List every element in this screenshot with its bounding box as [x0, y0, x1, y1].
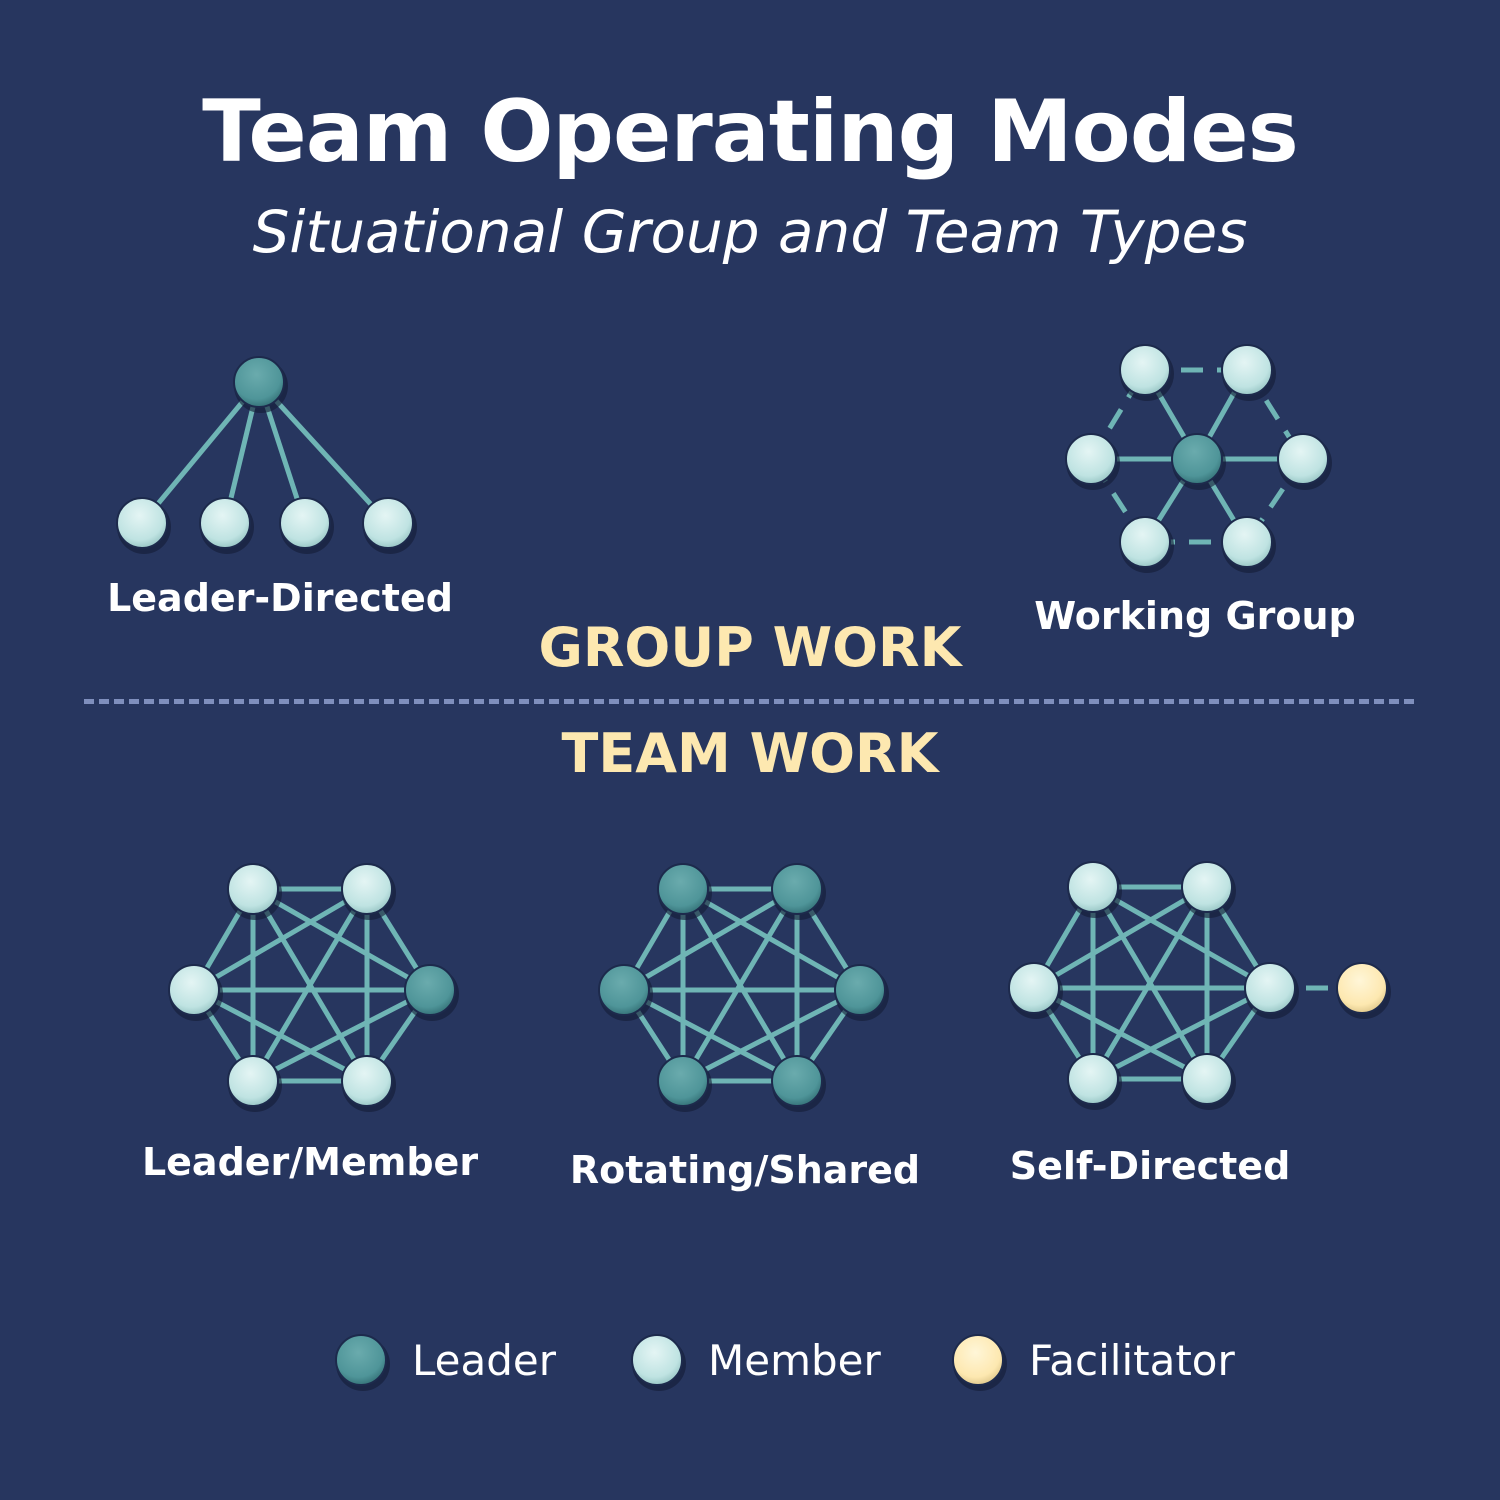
member-node-icon [341, 1055, 396, 1112]
leader-node-icon [657, 1055, 712, 1112]
connection-line [681, 886, 862, 993]
member-node-icon [227, 1055, 282, 1112]
leader-node-icon [834, 964, 889, 1021]
team-work-heading: TEAM WORK [561, 722, 939, 785]
connection-line [250, 887, 370, 1083]
member-node-icon [1221, 516, 1276, 573]
legend: Leader Member Facilitator [0, 1330, 1500, 1391]
connection-line [1091, 985, 1272, 1082]
leader-node-icon [1171, 433, 1226, 490]
member-node-icon [1277, 433, 1332, 490]
connection-line [251, 886, 432, 993]
group-work-heading: GROUP WORK [538, 616, 962, 679]
connection-line [681, 987, 862, 1084]
leader-node-icon [233, 356, 288, 413]
legend-item-member: Member [628, 1330, 881, 1391]
leader-directed-label: Leader-Directed [107, 576, 453, 620]
leader-node-icon [771, 863, 826, 920]
legend-item-leader: Leader [332, 1330, 557, 1391]
section-divider [84, 699, 1414, 704]
connection-line [140, 380, 261, 525]
working-group-label: Working Group [1034, 594, 1356, 638]
member-node-icon [631, 1334, 686, 1391]
leader-node-icon [335, 1334, 390, 1391]
member-node-icon [1008, 962, 1063, 1019]
member-node-icon [1181, 1053, 1236, 1110]
member-node-icon [1067, 861, 1122, 918]
connection-line [622, 987, 799, 1084]
member-node-icon [279, 497, 334, 554]
legend-label: Facilitator [1029, 1335, 1235, 1385]
connection-line [192, 886, 369, 993]
member-node-icon [362, 497, 417, 554]
member-node-icon [1067, 1053, 1122, 1110]
legend-label: Member [708, 1335, 881, 1385]
member-node-icon [227, 863, 282, 920]
connection-line [251, 987, 432, 1084]
facilitator-node-icon [952, 1334, 1007, 1391]
member-node-icon [1119, 344, 1174, 401]
member-node-icon [1119, 516, 1174, 573]
member-node-icon [1244, 962, 1299, 1019]
member-node-icon [168, 964, 223, 1021]
member-node-icon [116, 497, 171, 554]
page-title: Team Operating Modes [202, 82, 1299, 182]
member-node-icon [631, 1334, 686, 1391]
legend-item-facilitator: Facilitator [949, 1330, 1235, 1391]
leader-member-label: Leader/Member [141, 1140, 479, 1184]
rotating-shared-label: Rotating/Shared [569, 1148, 921, 1192]
connection-line [1032, 884, 1209, 991]
leader-node-icon [771, 1055, 826, 1112]
leader-node-icon [598, 964, 653, 1021]
connection-line [1091, 884, 1272, 991]
leader-node-icon [335, 1334, 390, 1391]
member-node-icon [341, 863, 396, 920]
self-directed-label: Self-Directed [1009, 1144, 1291, 1188]
facilitator-node-icon [952, 1334, 1007, 1391]
connection-line [1090, 885, 1210, 1081]
member-node-icon [199, 497, 254, 554]
connection-line [1032, 985, 1209, 1082]
connection-line [622, 886, 799, 993]
facilitator-node-icon [1336, 962, 1391, 1019]
member-node-icon [1181, 861, 1236, 918]
page-subtitle: Situational Group and Team Types [252, 198, 1248, 266]
member-node-icon [1065, 433, 1120, 490]
leader-node-icon [657, 863, 712, 920]
connection-line [680, 887, 800, 1083]
legend-label: Leader [412, 1335, 557, 1385]
leader-node-icon [404, 964, 459, 1021]
member-node-icon [1221, 344, 1276, 401]
connection-line [257, 380, 390, 525]
connection-line [192, 987, 369, 1084]
